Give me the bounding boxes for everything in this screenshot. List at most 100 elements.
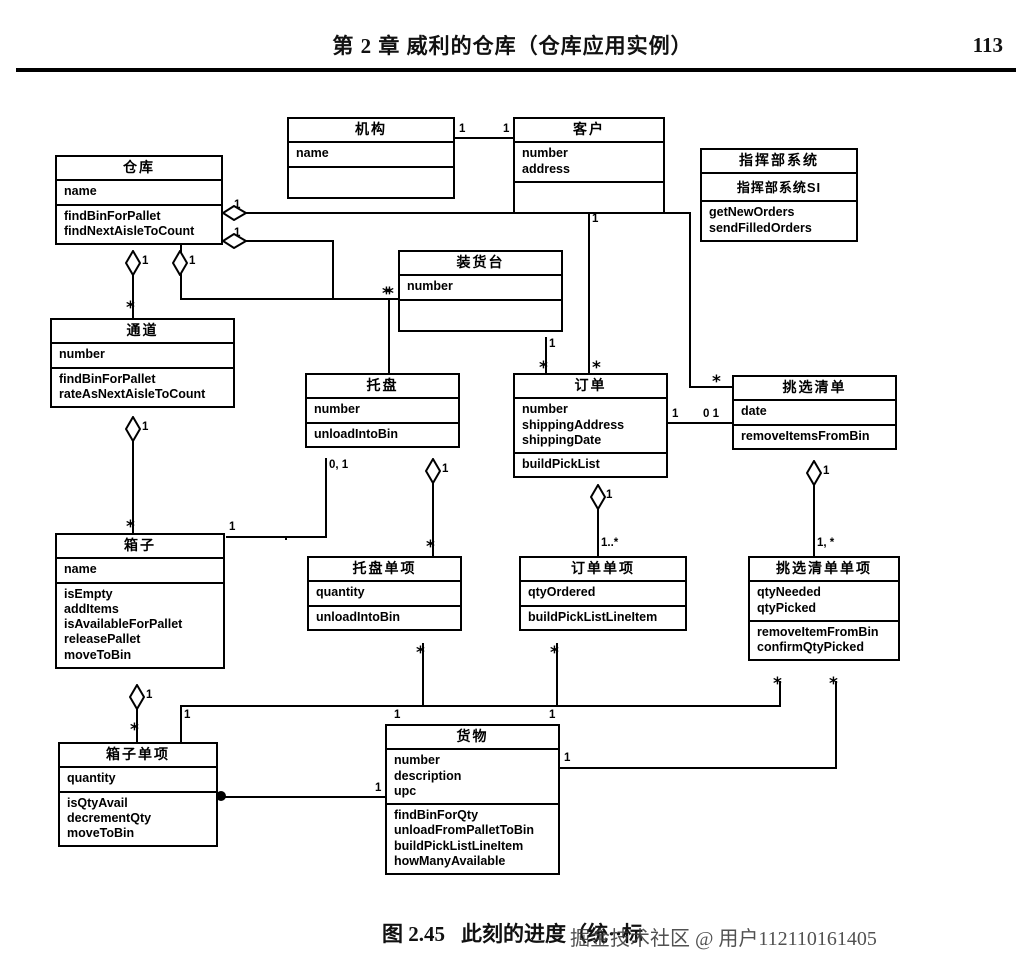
mult-warehouse-aisle: 1 — [142, 255, 149, 267]
line-warehouse-to-picklist-h2 — [689, 386, 732, 388]
line-aisle-bin-v — [132, 440, 134, 536]
class-box-aisle[interactable]: 通道 number findBinForPallet rateAsNextAis… — [50, 318, 235, 409]
class-box-picklist-line-item[interactable]: 挑选清单单项 qtyNeeded qtyPicked removeItemFro… — [748, 556, 900, 662]
op: confirmQtyPicked — [757, 640, 864, 655]
attr: name — [296, 146, 329, 161]
attr: shippingAddress — [522, 417, 625, 432]
attr: address — [522, 161, 570, 176]
line-pallet-bin-v — [325, 458, 327, 538]
line-bus-goods-h2 — [390, 705, 432, 707]
op: isAvailableForPallet — [64, 617, 183, 632]
mult-warehouse-bin: 1 — [189, 255, 196, 267]
mult-pallet-lineitem: 1 — [442, 463, 449, 475]
line-warehouse-dock-h2 — [180, 298, 334, 300]
class-box-bin-line-item[interactable]: 箱子单项 quantity isQtyAvail decrementQty mo… — [58, 742, 218, 848]
class-attributes-warehouse: name — [57, 181, 221, 206]
op: findBinForPallet — [64, 208, 161, 223]
op: howManyAvailable — [394, 853, 506, 868]
mult-star-palletlineitem-goods: * — [416, 643, 425, 663]
line-binlineitem-goods-h — [222, 796, 389, 798]
line-warehouse-aisle — [132, 274, 134, 318]
class-box-dock[interactable]: 装货台 number — [398, 250, 563, 332]
class-name-pallet-line-item: 托盘单项 — [309, 558, 460, 583]
class-operations-order-line-item: buildPickListLineItem — [521, 607, 685, 629]
class-box-order-line-item[interactable]: 订单单项 qtyOrdered buildPickListLineItem — [519, 556, 687, 631]
class-operations-aisle: findBinForPallet rateAsNextAisleToCount — [52, 369, 233, 407]
class-box-customer[interactable]: 客户 number address — [513, 117, 665, 214]
class-name-bin: 箱子 — [57, 535, 223, 560]
op: findBinForQty — [394, 808, 479, 823]
class-name-order: 订单 — [515, 375, 666, 400]
class-box-pallet[interactable]: 托盘 number unloadIntoBin — [305, 373, 460, 448]
mult-star-picklist-warehouse: * — [712, 372, 721, 392]
class-operations-bin-line-item: isQtyAvail decrementQty moveToBin — [60, 793, 216, 846]
class-box-order[interactable]: 订单 number shippingAddress shippingDate b… — [513, 373, 668, 479]
line-warehouse-to-picklist-v — [689, 212, 691, 388]
attr: upc — [394, 783, 417, 798]
op: buildPickList — [522, 457, 600, 472]
class-box-goods[interactable]: 货物 number description upc findBinForQty … — [385, 724, 560, 876]
mult-dock-order: 1 — [549, 338, 556, 350]
page-number: 113 — [972, 33, 1003, 57]
attr: name — [64, 184, 97, 199]
aggregation-diamond-warehouse-1 — [222, 205, 248, 221]
class-stereotype-command-system: 指挥部系统SI — [702, 174, 856, 203]
line-palletlineitem-goods-v — [422, 643, 424, 705]
mult-pallet-bin: 0, 1 — [329, 459, 349, 471]
mult-star-orderlineitem-goods: * — [550, 643, 559, 663]
attr: name — [64, 562, 97, 577]
class-operations-order: buildPickList — [515, 454, 666, 476]
class-box-organization[interactable]: 机构 name — [287, 117, 455, 199]
page-header-title: 第 2 章 威利的仓库（仓库应用实例） — [332, 34, 693, 58]
attr: qtyNeeded — [757, 585, 821, 600]
mult-goods-top-left: 1 — [394, 709, 401, 721]
class-attributes-organization: name — [289, 143, 453, 168]
figure-caption-text: 此刻的进度（统··标 — [460, 922, 643, 946]
line-bus-goods-h4 — [556, 705, 781, 707]
class-box-picklist[interactable]: 挑选清单 date removeItemsFromBin — [732, 375, 897, 450]
op: findBinForPallet — [59, 371, 156, 386]
mult-star-picklistlineitem-1: * — [773, 674, 782, 694]
class-box-bin[interactable]: 箱子 name isEmpty addItems isAvailableForP… — [55, 533, 225, 669]
class-attributes-bin: name — [57, 559, 223, 584]
class-name-bin-line-item: 箱子单项 — [60, 744, 216, 769]
class-name-pallet: 托盘 — [307, 375, 458, 400]
op: getNewOrders — [709, 205, 795, 220]
header-divider — [16, 68, 1016, 72]
mult-star-order-customer: * — [592, 358, 601, 378]
op: decrementQty — [67, 810, 152, 825]
line-dock-order-v — [545, 337, 547, 377]
class-attributes-pallet-line-item: quantity — [309, 582, 460, 607]
composition-dot-binlineitem — [216, 791, 226, 801]
class-name-dock: 装货台 — [400, 252, 561, 277]
class-attributes-picklist-line-item: qtyNeeded qtyPicked — [750, 582, 898, 622]
attr: quantity — [316, 585, 365, 600]
class-operations-picklist: removeItemsFromBin — [734, 426, 895, 448]
class-attributes-picklist: date — [734, 401, 895, 426]
class-attributes-customer: number address — [515, 143, 663, 183]
mult-star-aisle: * — [126, 298, 135, 318]
line-warehouse-to-picklist-h — [246, 212, 691, 214]
mult-org-customer-right: 1 — [503, 123, 510, 135]
attr: quantity — [67, 771, 116, 786]
class-name-order-line-item: 订单单项 — [521, 558, 685, 583]
line-bus-goods-h3 — [432, 705, 558, 707]
aggregation-diamond-pallet-lineitem — [425, 458, 441, 484]
class-box-pallet-line-item[interactable]: 托盘单项 quantity unloadIntoBin — [307, 556, 462, 631]
class-box-command-system[interactable]: 指挥部系统 指挥部系统SI getNewOrders sendFilledOrd… — [700, 148, 858, 242]
aggregation-diamond-warehouse-2 — [222, 233, 248, 249]
op: buildPickListLineItem — [528, 609, 658, 624]
class-name-goods: 货物 — [387, 726, 558, 751]
line-bin-right-h — [226, 536, 285, 538]
class-name-picklist-line-item: 挑选清单单项 — [750, 558, 898, 583]
class-box-warehouse[interactable]: 仓库 name findBinForPallet findNextAisleTo… — [55, 155, 223, 246]
mult-star-order-dock: * — [539, 358, 548, 378]
aggregation-diamond-picklist-lineitem — [806, 460, 822, 486]
mult-star-bin-lineitem: * — [130, 720, 139, 740]
class-attributes-order-line-item: qtyOrdered — [521, 582, 685, 607]
attr: shippingDate — [522, 432, 602, 447]
mult-order-picklist-right: 0 1 — [703, 408, 719, 420]
op: moveToBin — [64, 647, 132, 662]
attr: number — [522, 146, 568, 161]
mult-star-pallet: * — [382, 284, 391, 304]
